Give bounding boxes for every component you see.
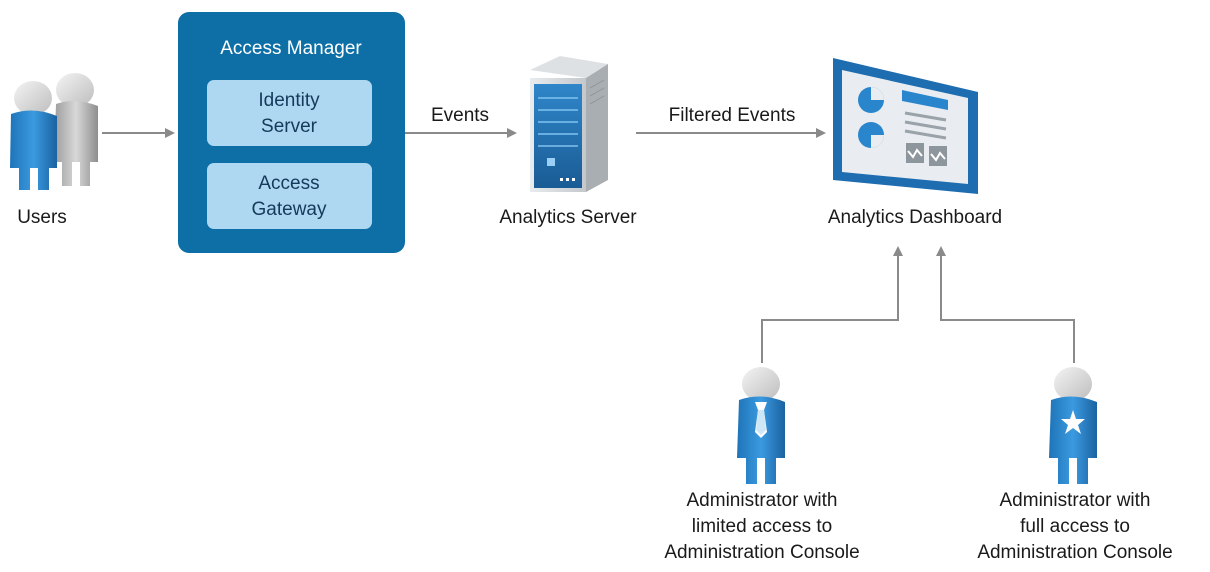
users-label: Users [17, 207, 67, 228]
identity-server-label-line2: Server [261, 116, 318, 137]
filtered-events-label: Filtered Events [669, 105, 796, 126]
access-gateway-label-line2: Gateway [252, 199, 327, 220]
access-manager-box: Access Manager Identity Server Access Ga… [178, 12, 405, 253]
dashboard-icon [833, 58, 978, 194]
admin-full-label-line2: full access to [1020, 516, 1130, 537]
admin-full-label-line1: Administrator with [1000, 490, 1151, 511]
identity-server-box: Identity Server [207, 80, 372, 146]
analytics-dashboard-label: Analytics Dashboard [828, 207, 1002, 228]
events-label: Events [431, 105, 489, 126]
users-icon [10, 73, 98, 190]
full-admin-to-dashboard-arrow [936, 246, 1075, 363]
access-gateway-box: Access Gateway [207, 163, 372, 229]
admin-tie-icon [737, 367, 785, 484]
access-manager-title: Access Manager [220, 38, 362, 59]
limited-admin-to-dashboard-arrow [761, 246, 903, 363]
analytics-server-label: Analytics Server [499, 207, 637, 228]
access-gateway-label-line1: Access [258, 173, 319, 194]
admin-limited-label-line1: Administrator with [687, 490, 838, 511]
admin-limited-label-line3: Administration Console [664, 542, 859, 563]
server-icon [530, 56, 608, 192]
admin-full-label-line3: Administration Console [977, 542, 1172, 563]
admin-limited-label-line2: limited access to [692, 516, 832, 537]
admin-star-icon [1049, 367, 1097, 484]
identity-server-label-line1: Identity [258, 90, 320, 111]
